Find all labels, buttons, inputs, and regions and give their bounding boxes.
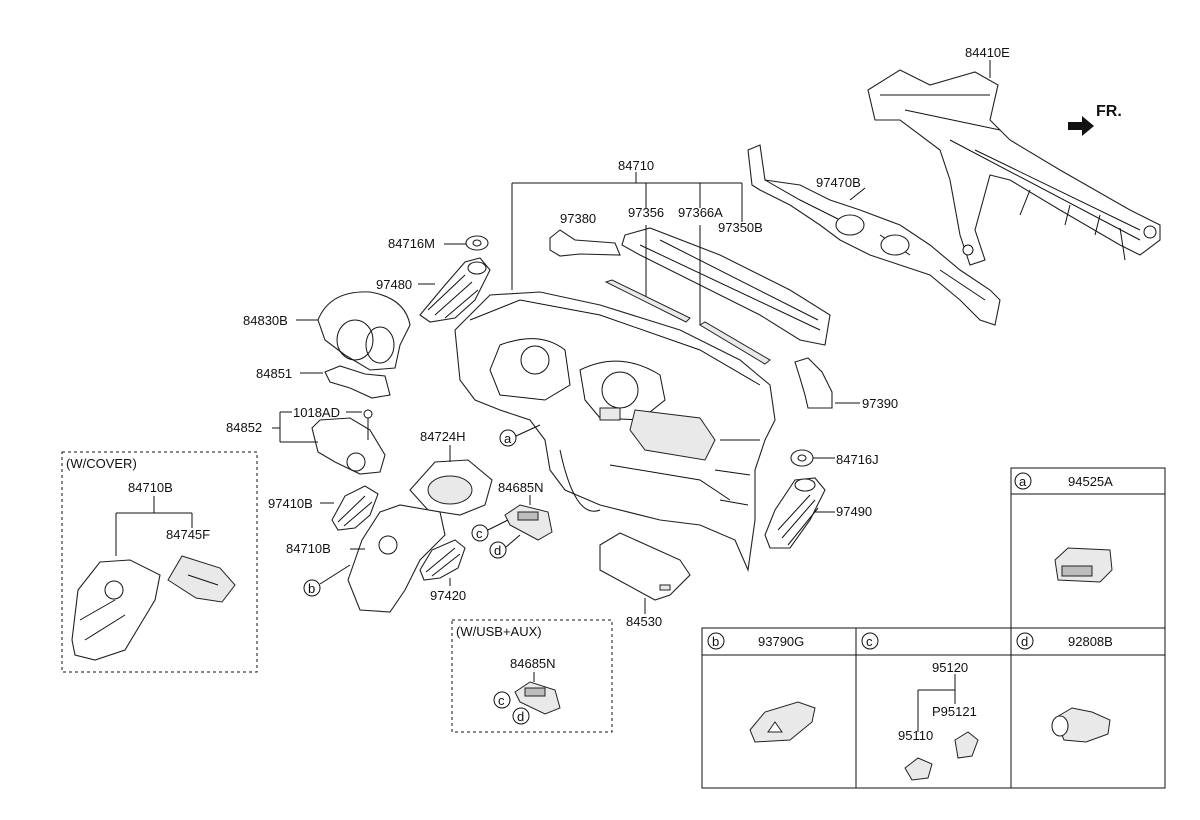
label-97390: 97390 — [862, 396, 898, 411]
center-fascia-84710B — [347, 504, 446, 613]
usb-callout-d: d — [517, 709, 524, 724]
cup-holder-84724H — [409, 445, 493, 516]
callout-d — [489, 534, 521, 559]
defroster-garnish-97356 — [604, 279, 691, 323]
label-84530: 84530 — [626, 614, 662, 629]
usb-label-84685N: 84685N — [510, 656, 556, 671]
label-97480: 97480 — [376, 277, 412, 292]
usb-box-title: (W/USB+AUX) — [456, 624, 542, 639]
detail-a-part: 94525A — [1068, 474, 1113, 489]
cover-box-title: (W/COVER) — [66, 456, 137, 471]
cover-box — [61, 451, 258, 673]
label-84410E: 84410E — [965, 45, 1010, 60]
crash-pad-frame-84410E — [867, 60, 1161, 266]
shroud-84852 — [311, 409, 386, 475]
callout-b-letter: b — [308, 581, 315, 596]
label-97420: 97420 — [430, 588, 466, 603]
label-84710B: 84710B — [286, 541, 331, 556]
air-vent-97480 — [418, 257, 491, 323]
air-vent-97410B — [320, 485, 379, 531]
detail-d-letter: d — [1021, 634, 1028, 649]
cover-label-84745F: 84745F — [166, 527, 210, 542]
detail-c-letter: c — [866, 634, 873, 649]
cluster-hood-84830B — [296, 291, 411, 371]
cap-84716M — [444, 235, 489, 251]
label-84830B: 84830B — [243, 313, 288, 328]
detail-table — [701, 467, 1166, 789]
label-97490: 97490 — [836, 504, 872, 519]
jack-84685N — [504, 495, 553, 541]
detail-d-part: 92808B — [1068, 634, 1113, 649]
crash-pad-main-84710 — [454, 291, 776, 573]
direction-label: FR. — [1096, 103, 1122, 120]
label-97366A: 97366A — [678, 205, 723, 220]
callout-b — [303, 564, 351, 597]
air-vent-97490 — [764, 477, 835, 549]
cap-84716J — [790, 449, 835, 467]
label-84851: 84851 — [256, 366, 292, 381]
label-97350B: 97350B — [718, 220, 763, 235]
detail-b-letter: b — [712, 634, 719, 649]
cover-label-84710B: 84710B — [128, 480, 173, 495]
side-duct-97390 — [794, 357, 860, 409]
air-vent-97420 — [419, 539, 466, 586]
label-84852: 84852 — [226, 420, 262, 435]
heater-duct-97470B — [747, 144, 1001, 326]
side-defroster-97380 — [549, 229, 621, 257]
label-84724H: 84724H — [420, 429, 466, 444]
callout-c-letter: c — [476, 526, 483, 541]
label-84716J: 84716J — [836, 452, 879, 467]
callout-a-letter: a — [504, 431, 512, 446]
shroud-84851 — [300, 365, 391, 399]
leader-84852 — [272, 411, 362, 443]
defroster-nozzle-97350B — [621, 225, 831, 346]
label-97380: 97380 — [560, 211, 596, 226]
label-84710: 84710 — [618, 158, 654, 173]
label-84685N: 84685N — [498, 480, 544, 495]
label-97410B: 97410B — [268, 496, 313, 511]
glove-box-84530 — [599, 532, 691, 614]
label-97356: 97356 — [628, 205, 664, 220]
usb-aux-box — [451, 619, 613, 733]
label-97470B: 97470B — [816, 175, 861, 190]
detail-c-95120: 95120 — [932, 660, 968, 675]
callout-a — [499, 424, 541, 447]
label-84716M: 84716M — [388, 236, 435, 251]
detail-a-letter: a — [1019, 474, 1027, 489]
usb-callout-c: c — [498, 693, 505, 708]
defroster-garnish-97366A — [699, 321, 771, 365]
detail-b-part: 93790G — [758, 634, 804, 649]
detail-c-P95121: P95121 — [932, 704, 977, 719]
detail-c-95110: 95110 — [898, 728, 933, 743]
label-1018AD: 1018AD — [293, 405, 340, 420]
callout-d-letter: d — [494, 543, 501, 558]
leader-84710 — [511, 172, 743, 290]
callout-c — [471, 519, 509, 542]
front-direction-arrow — [1068, 116, 1094, 136]
